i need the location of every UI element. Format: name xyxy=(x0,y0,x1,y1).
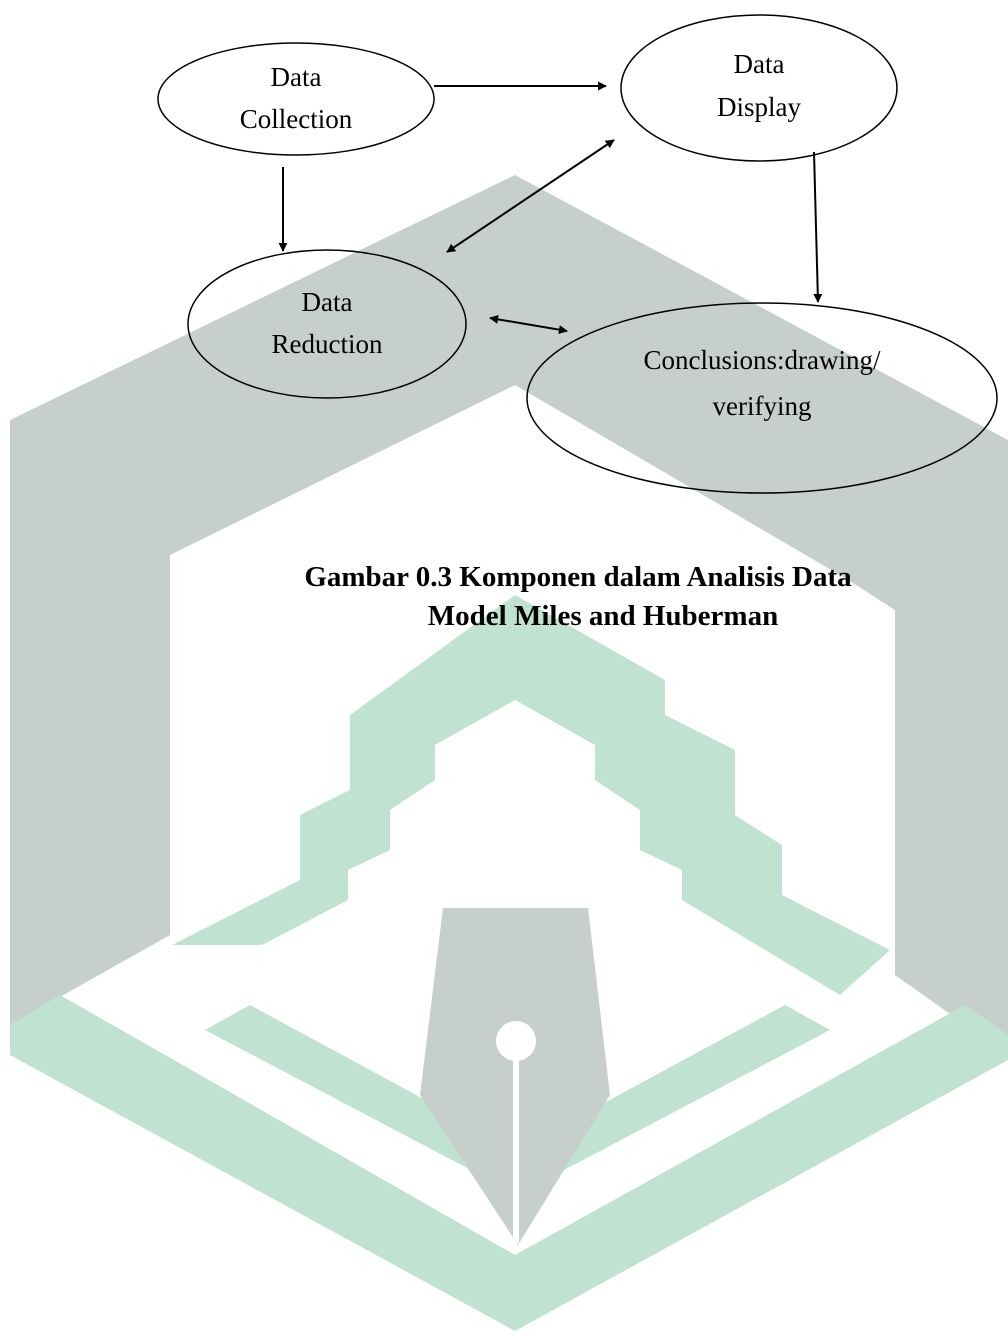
arrow-display-to-conclusions xyxy=(813,151,823,303)
node-data-reduction-ellipse xyxy=(187,249,467,399)
node-conclusions: Conclusions:drawing/ verifying xyxy=(526,302,998,494)
node-data-collection-line2: Collection xyxy=(240,104,353,134)
node-data-reduction: Data Reduction xyxy=(187,249,467,399)
node-conclusions-line2: verifying xyxy=(713,391,812,421)
node-conclusions-ellipse xyxy=(526,302,998,494)
node-data-display-line1: Data xyxy=(734,49,785,79)
watermark-hexagon-frame xyxy=(10,175,1008,1055)
watermark-inner-stroke-right xyxy=(545,1005,830,1180)
watermark-pen-slit xyxy=(513,1058,519,1243)
node-data-display-ellipse xyxy=(620,14,898,162)
arrow-reduction-conclusions-bidirectional xyxy=(489,314,568,335)
node-conclusions-line1: Conclusions:drawing/ xyxy=(644,345,881,375)
watermark-tower xyxy=(172,595,890,995)
node-data-collection: Data Collection xyxy=(157,42,435,156)
node-data-display: Data Display xyxy=(620,14,898,162)
edges xyxy=(278,81,823,335)
caption-line1: Gambar 0.3 Komponen dalam Analisis Data xyxy=(304,561,852,593)
watermark-pen-hole xyxy=(496,1021,536,1061)
node-data-reduction-line1: Data xyxy=(302,287,353,317)
node-data-collection-line1: Data xyxy=(271,62,322,92)
node-data-reduction-line2: Reduction xyxy=(272,329,383,359)
figure-caption: Gambar 0.3 Komponen dalam Analisis Data … xyxy=(304,561,852,632)
caption-line2: Model Miles and Huberman xyxy=(428,600,778,632)
watermark-inner-stroke-left xyxy=(205,1005,490,1180)
watermark-emblem xyxy=(10,175,1008,1331)
arrow-reduction-display-bidirectional xyxy=(446,139,615,253)
node-data-collection-ellipse xyxy=(157,42,435,156)
watermark-base-chevron xyxy=(10,995,1008,1331)
node-data-display-line2: Display xyxy=(717,92,801,122)
